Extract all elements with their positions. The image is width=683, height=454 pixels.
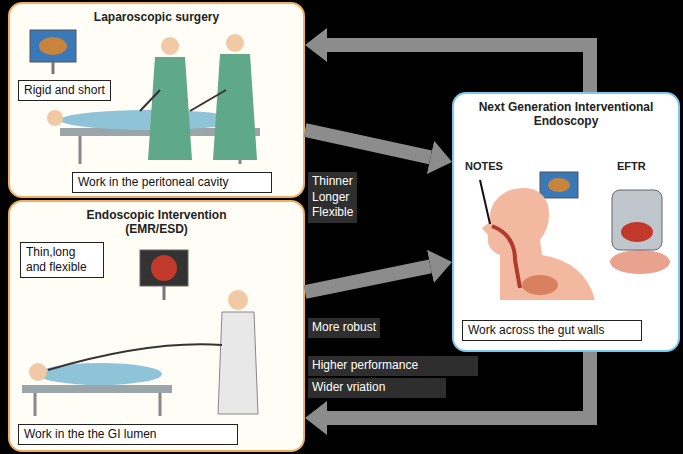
feature-label: Wider vriation	[308, 378, 446, 398]
note-box: Rigid and short	[18, 80, 111, 101]
figure-label: NOTES	[465, 160, 503, 172]
panel-box: Endoscopic Intervention (EMR/ESD) Thin,lo…	[8, 200, 305, 452]
flow-arrow	[305, 130, 431, 157]
endoscopy-monitor	[140, 250, 188, 300]
feature-label: Higher performance	[308, 356, 478, 376]
box-text: Rigid and short	[24, 83, 105, 98]
endoscopy-monitor-part	[151, 255, 177, 281]
surgeon-figure-part	[148, 57, 192, 160]
endoscopy-monitor-part	[140, 250, 188, 286]
edge-label: More robust	[308, 318, 380, 338]
notes-illustration-part	[480, 180, 490, 224]
patient-bed-part	[159, 393, 162, 416]
surgeon-figure-part	[161, 37, 179, 55]
endoscopist-figure	[48, 290, 258, 414]
patient-bed-part	[29, 363, 47, 381]
flow-arrow	[305, 266, 430, 292]
operating-table-part	[60, 110, 240, 130]
surgeon-figure-part	[226, 34, 244, 52]
monitor-icon	[30, 30, 76, 74]
flow-arrow	[327, 45, 590, 92]
edge-label: Thinner Longer Flexible	[308, 172, 357, 223]
endoscopist-figure-part	[48, 344, 222, 370]
notes-illustration-part	[482, 188, 595, 300]
notes-illustration-part	[540, 172, 578, 198]
notes-illustration-part	[492, 226, 520, 288]
monitor-icon-part	[39, 37, 67, 55]
surgeon-figure-part	[213, 54, 257, 160]
panel-title: Laparoscopic surgery	[27, 10, 287, 24]
endoscopist-figure-part	[218, 312, 258, 414]
patient-bed-part	[38, 363, 162, 385]
operating-table-part	[47, 110, 63, 126]
patient-bed-part	[22, 385, 172, 393]
box-text: Work across the gut walls	[468, 323, 636, 338]
notes-illustration-part	[548, 178, 570, 192]
note-box: Work across the gut walls	[462, 320, 642, 341]
note-box: Thin,long and flexible	[20, 242, 104, 278]
eftr-device-part	[610, 250, 670, 274]
endoscopy-monitor-part	[163, 286, 166, 300]
patient-bed-part	[34, 393, 37, 416]
note-box: Work in the the GI lumen	[18, 424, 238, 445]
surgeon-figure-part	[190, 90, 226, 111]
notes-illustration-part	[522, 275, 558, 295]
box-text: Thin,long and flexible	[26, 245, 98, 275]
box-text: Work in the the GI lumen	[24, 427, 232, 442]
figure-label: EFTR	[617, 160, 646, 172]
eftr-device-part	[612, 190, 662, 250]
note-box: Work in the peritoneal cavity	[72, 172, 272, 193]
monitor-icon-part	[52, 62, 55, 74]
surgeon-figure	[140, 34, 257, 160]
eftr-device-part	[621, 222, 653, 242]
endoscopist-figure-part	[228, 290, 248, 310]
box-text: Work in the peritoneal cavity	[78, 175, 266, 190]
panel-title: Next Generation Interventional Endoscopy	[466, 100, 666, 129]
monitor-icon-part	[30, 30, 76, 62]
operating-table-part	[79, 136, 82, 164]
surgeon-figure-part	[140, 90, 160, 111]
eftr-device	[610, 190, 670, 274]
patient-bed	[22, 363, 172, 416]
notes-illustration	[480, 172, 595, 300]
panel-title: Endoscopic Intervention (EMR/ESD)	[67, 208, 247, 237]
